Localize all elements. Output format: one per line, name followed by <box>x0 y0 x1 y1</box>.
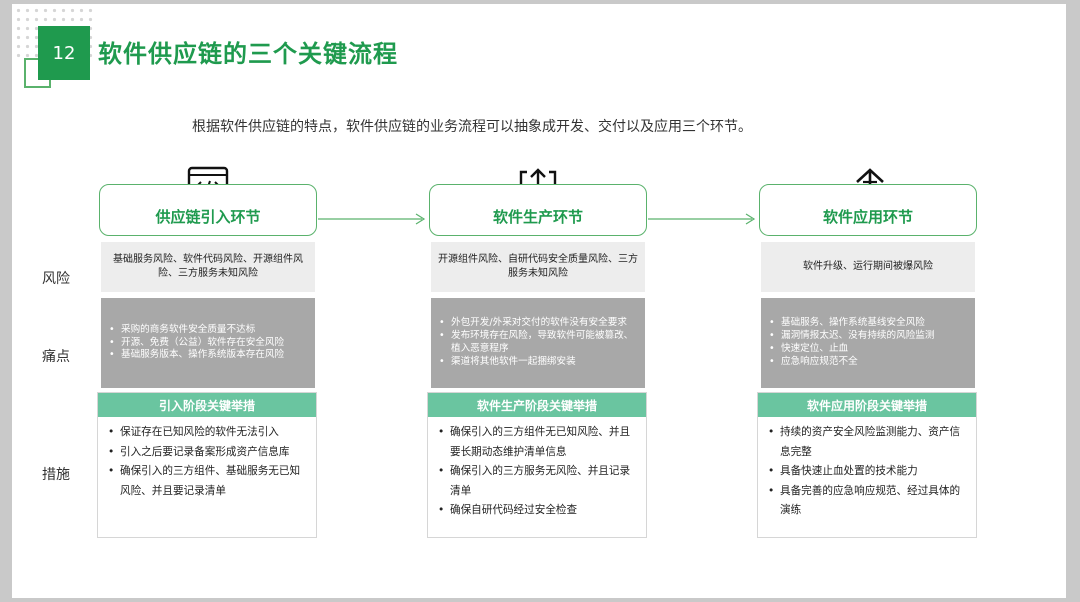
measure-item: 持续的资产安全风险监测能力、资产信息完整 <box>768 423 970 462</box>
measure-box: 软件生产阶段关键举措 确保引入的三方组件无已知风险、并且要长期动态维护清单信息 … <box>427 392 647 538</box>
slide-title: 软件供应链的三个关键流程 <box>98 40 398 68</box>
measure-item: 具备完善的应急响应规范、经过具体的演练 <box>768 482 970 521</box>
flow-arrow-2 <box>648 210 760 225</box>
pain-item: 应急响应规范不全 <box>769 356 969 369</box>
row-label-risk: 风险 <box>42 271 70 287</box>
slide: 12 软件供应链的三个关键流程 根据软件供应链的特点，软件供应链的业务流程可以抽… <box>12 4 1066 598</box>
pain-item: 外包开发/外采对交付的软件没有安全要求 <box>439 317 639 330</box>
stage-header: 软件生产环节 <box>429 184 647 236</box>
measure-item: 确保自研代码经过安全检查 <box>438 501 640 521</box>
measure-item: 保证存在已知风险的软件无法引入 <box>108 423 310 443</box>
risk-box: 软件升级、运行期间被爆风险 <box>761 242 975 292</box>
slide-subtitle: 根据软件供应链的特点，软件供应链的业务流程可以抽象成开发、交付以及应用三个环节。 <box>192 119 752 135</box>
flow-arrow-1 <box>318 210 430 225</box>
pain-item: 采购的商务软件安全质量不达标 <box>109 324 309 337</box>
row-label-measure: 措施 <box>42 467 70 483</box>
measure-item: 引入之后要记录备案形成资产信息库 <box>108 443 310 463</box>
pain-item: 基础服务、操作系统基线安全风险 <box>769 317 969 330</box>
row-label-pain: 痛点 <box>42 349 70 365</box>
measure-box: 引入阶段关键举措 保证存在已知风险的软件无法引入 引入之后要记录备案形成资产信息… <box>97 392 317 538</box>
measure-title: 软件应用阶段关键举措 <box>758 393 976 417</box>
pain-box: 外包开发/外采对交付的软件没有安全要求 发布环境存在风险，导致软件可能被篡改、植… <box>431 298 645 388</box>
risk-box: 开源组件风险、自研代码安全质量风险、三方服务未知风险 <box>431 242 645 292</box>
pain-box: 基础服务、操作系统基线安全风险 漏洞情报太迟、没有持续的风险监测 快速定位、止血… <box>761 298 975 388</box>
pain-item: 基础服务版本、操作系统版本存在风险 <box>109 349 309 362</box>
pain-item: 漏洞情报太迟、没有持续的风险监测 <box>769 330 969 343</box>
pain-box: 采购的商务软件安全质量不达标 开源、免费（公益）软件存在安全风险 基础服务版本、… <box>101 298 315 388</box>
measure-title: 引入阶段关键举措 <box>98 393 316 417</box>
stage-header: 软件应用环节 <box>759 184 977 236</box>
measure-item: 具备快速止血处置的技术能力 <box>768 462 970 482</box>
pain-item: 开源、免费（公益）软件存在安全风险 <box>109 337 309 350</box>
slide-number: 12 <box>38 26 90 80</box>
stage-header: 供应链引入环节 <box>99 184 317 236</box>
measure-box: 软件应用阶段关键举措 持续的资产安全风险监测能力、资产信息完整 具备快速止血处置… <box>757 392 977 538</box>
measure-item: 确保引入的三方组件无已知风险、并且要长期动态维护清单信息 <box>438 423 640 462</box>
measure-title: 软件生产阶段关键举措 <box>428 393 646 417</box>
pain-item: 渠道将其他软件一起捆绑安装 <box>439 356 639 369</box>
measure-item: 确保引入的三方服务无风险、并且记录清单 <box>438 462 640 501</box>
pain-item: 发布环境存在风险，导致软件可能被篡改、植入恶意程序 <box>439 330 639 356</box>
measure-item: 确保引入的三方组件、基础服务无已知风险、并且要记录清单 <box>108 462 310 501</box>
risk-box: 基础服务风险、软件代码风险、开源组件风险、三方服务未知风险 <box>101 242 315 292</box>
pain-item: 快速定位、止血 <box>769 343 969 356</box>
